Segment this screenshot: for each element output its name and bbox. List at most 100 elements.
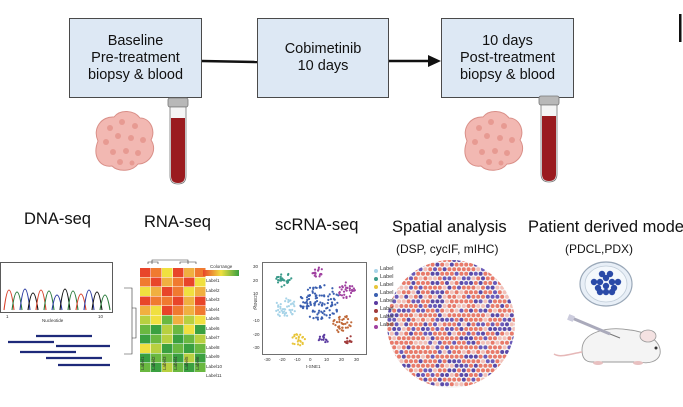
spatial-spot <box>435 308 440 313</box>
tsne-point <box>341 326 344 329</box>
spatial-spot <box>471 294 476 299</box>
heatmap-row-label: Label11 <box>206 373 222 378</box>
spatial-spot <box>442 313 447 318</box>
heatmap-cell <box>184 268 195 277</box>
spatial-spot <box>471 350 476 354</box>
spatial-spot <box>397 262 401 267</box>
spatial-spot <box>409 260 413 262</box>
spatial-spot <box>394 331 399 336</box>
spatial-spot <box>421 308 425 313</box>
tsne-point <box>279 302 282 306</box>
spatial-spot <box>387 350 389 354</box>
spatial-spot <box>473 308 478 313</box>
spatial-spot <box>459 317 464 322</box>
spatial-spot <box>433 276 437 281</box>
spatial-spot <box>387 340 389 345</box>
spatial-spot <box>485 359 490 364</box>
spatial-spot <box>490 350 495 354</box>
spatial-spot <box>425 354 430 359</box>
spatial-spot <box>404 377 409 382</box>
spatial-spot <box>433 377 437 382</box>
spatial-spot <box>389 368 394 373</box>
tsne-point <box>341 318 344 321</box>
spatial-spot <box>397 345 401 350</box>
tsne-point <box>318 335 322 338</box>
spatial-spot <box>418 350 423 354</box>
spatial-spot <box>406 299 411 304</box>
spatial-spot <box>387 373 392 377</box>
spatial-spot <box>447 304 452 308</box>
spatial-spot <box>421 262 425 267</box>
spatial-spot <box>505 331 509 336</box>
tsne-point <box>319 301 322 304</box>
spatial-spot <box>466 276 471 281</box>
spatial-spot <box>461 276 466 281</box>
tsne-point <box>327 298 330 301</box>
spatial-spot <box>445 271 449 276</box>
spatial-spot <box>406 345 411 350</box>
spatial-spot <box>514 313 515 318</box>
spatial-spot <box>466 350 471 354</box>
heatmap-col-label: Label5 <box>184 356 189 370</box>
spatial-spot <box>413 331 418 336</box>
heatmap-cell <box>140 315 151 325</box>
spatial-spot <box>416 262 421 267</box>
heatmap-cell <box>195 306 206 315</box>
spatial-spot <box>476 377 481 382</box>
heatmap-cell <box>140 325 151 334</box>
heatmap-cell <box>162 353 173 363</box>
spatial-spot <box>505 276 509 281</box>
spatial-spot <box>478 299 483 304</box>
spatial-spot <box>392 354 397 359</box>
tsne-point <box>292 303 295 306</box>
spatial-spot <box>490 377 495 382</box>
spatial-spot <box>457 260 461 262</box>
spatial-spot <box>478 382 483 387</box>
spatial-spot <box>459 290 464 295</box>
spatial-spot <box>497 271 502 276</box>
tsne-point <box>345 295 348 298</box>
heatmap-legend-title: Colorrange <box>210 264 233 269</box>
spatial-spot <box>433 260 437 262</box>
tsne-point <box>302 301 305 304</box>
heatmap-cell <box>151 277 162 287</box>
spatial-spot <box>478 262 483 267</box>
tsne-point <box>297 336 300 339</box>
spatial-spot <box>411 336 416 341</box>
spatial-spot <box>387 359 389 364</box>
spatial-spot <box>483 281 488 285</box>
spatial-spot <box>507 317 512 322</box>
spatial-spot <box>387 336 392 341</box>
spatial-spot <box>394 368 399 373</box>
tsne-point <box>284 311 288 314</box>
spatial-spot <box>507 262 512 267</box>
spatial-spot <box>495 304 500 308</box>
tsne-point <box>299 333 302 336</box>
spatial-spot <box>440 271 445 276</box>
heatmap-cell <box>173 353 184 363</box>
heatmap-cell <box>195 344 206 353</box>
spatial-spot <box>464 327 469 331</box>
spatial-spot <box>469 317 473 322</box>
tsne-point <box>320 294 323 297</box>
spatial-spot <box>485 340 490 345</box>
spatial-spot <box>447 276 452 281</box>
spatial-spot <box>418 340 423 345</box>
spatial-spot <box>437 267 442 272</box>
spatial-spot <box>421 354 425 359</box>
spatial-spot <box>416 382 421 387</box>
spatial-spot <box>397 271 401 276</box>
spatial-spot <box>459 382 464 387</box>
spatial-spot <box>512 290 515 295</box>
spatial-spot <box>464 373 469 377</box>
heatmap-cell <box>140 334 151 344</box>
tsne-point <box>315 294 318 297</box>
tsne-point <box>302 305 305 308</box>
tsne-point <box>306 288 310 291</box>
tsne-point <box>318 284 322 288</box>
tsne-point <box>293 333 296 336</box>
spatial-spot <box>413 359 418 364</box>
spatial-spot <box>461 359 466 364</box>
spatial-spot <box>493 308 497 313</box>
spatial-spot <box>452 260 457 262</box>
